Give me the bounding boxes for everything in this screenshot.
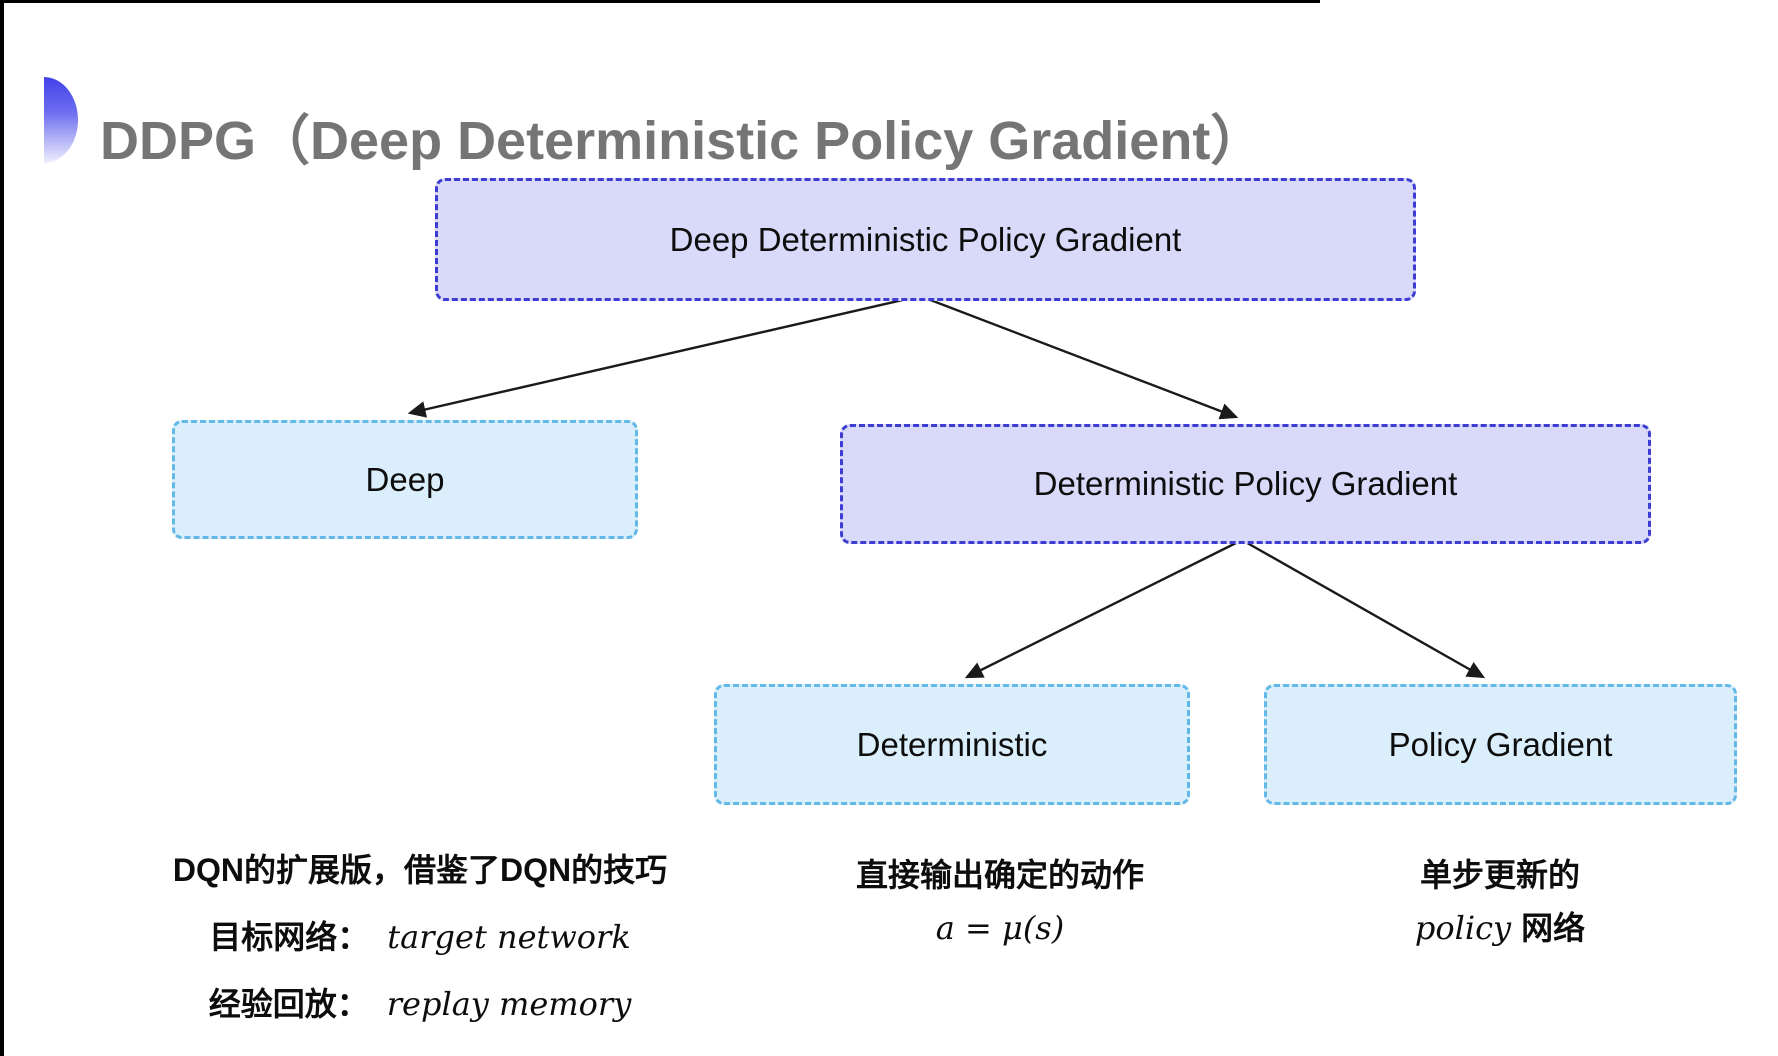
note-deep: DQN的扩展版，借鉴了DQN的技巧 目标网络：target network 经验…	[120, 840, 720, 1041]
frame-left-line	[0, 0, 4, 1056]
arrow-ddpg-to-deep	[407, 294, 921, 418]
half-circle-bullet-icon	[44, 77, 78, 163]
node-policy-gradient: Policy Gradient	[1264, 684, 1737, 805]
note-policy-gradient-line1: 单步更新的	[1419, 857, 1580, 893]
note-deterministic-line1: 直接输出确定的动作	[855, 857, 1144, 893]
note-deterministic: 直接输出确定的动作 a = μ(s)	[790, 852, 1210, 958]
node-deep: Deep	[172, 420, 638, 539]
node-ddpg: Deep Deterministic Policy Gradient	[435, 178, 1416, 301]
node-deep-label: Deep	[365, 460, 445, 498]
frame-top-line	[0, 0, 1320, 3]
node-dpg: Deterministic Policy Gradient	[840, 424, 1651, 544]
node-deterministic: Deterministic	[714, 684, 1190, 805]
note-deep-line2: 目标网络：target network	[209, 918, 631, 956]
page-title: DDPG（Deep Deterministic Policy Gradient）	[100, 111, 1265, 172]
note-deep-line3: 经验回放：replay memory	[208, 985, 632, 1023]
node-policy-gradient-label: Policy Gradient	[1388, 725, 1613, 763]
node-dpg-label: Deterministic Policy Gradient	[1033, 465, 1458, 502]
arrow-dpg-to-policy-gradient	[1241, 538, 1486, 679]
arrow-dpg-to-deterministic	[964, 538, 1243, 679]
node-ddpg-label: Deep Deterministic Policy Gradient	[669, 220, 1182, 258]
note-deep-line1: DQN的扩展版，借鉴了DQN的技巧	[172, 852, 668, 888]
node-deterministic-label: Deterministic	[856, 725, 1048, 763]
arrow-ddpg-to-dpg	[919, 294, 1239, 420]
note-deterministic-formula: a = μ(s)	[935, 909, 1065, 947]
